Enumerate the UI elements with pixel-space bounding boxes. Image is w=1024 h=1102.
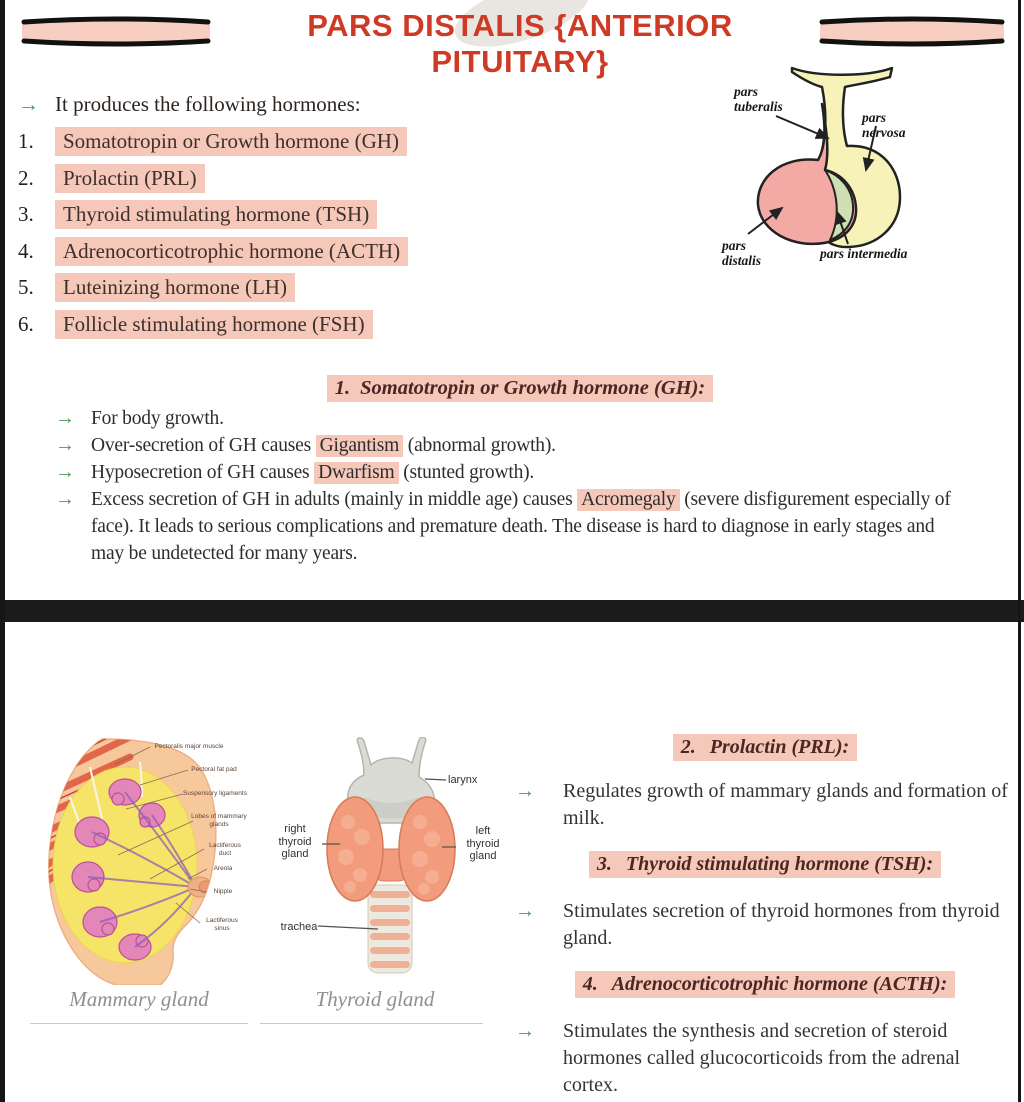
list-item: 4. Adrenocorticotrophic hormone (ACTH) [18, 237, 409, 266]
list-item: 6. Follicle stimulating hormone (FSH) [18, 310, 373, 339]
bullet-text: Excess secretion of GH in adults (mainly… [91, 489, 578, 510]
thyroid-gland-figure: larynx right thyroid gland left thyroid … [260, 737, 510, 1024]
pituitary-diagram: pars tuberalis pars nervosa pars distali… [718, 62, 938, 292]
section-heading-prl: 2. Prolactin (PRL): [515, 734, 1015, 761]
arrow-icon: → [55, 407, 75, 429]
pars-intermedia-label: pars intermedia [820, 246, 908, 261]
section-title: Somatotropin or Growth hormone (GH): [360, 377, 706, 399]
arrow-icon: → [18, 92, 39, 116]
bullet-row: → Excess secretion of GH in adults (mainl… [55, 486, 967, 567]
section-divider [0, 600, 1024, 622]
hormone-label: Follicle stimulating hormone (FSH) [55, 310, 373, 339]
page-title: PARS DISTALIS {ANTERIOR PITUITARY} [307, 8, 733, 79]
thyroid-label: trachea [280, 921, 318, 933]
arrow-icon: → [55, 488, 75, 510]
bullet-text: (severe disfigurement especially of face… [91, 489, 951, 564]
bullet-text: Stimulates secretion of thyroid hormones… [563, 900, 1000, 949]
section-title: Thyroid stimulating hormone (TSH): [625, 853, 934, 875]
mammary-gland-figure: Pectoralis major muscle Pectoral fat pad… [30, 737, 248, 1024]
bullet-row: → Stimulates secretion of thyroid hormone… [515, 898, 1015, 952]
section-number: 1. [334, 377, 351, 399]
bullet-text: Over-secretion of GH causes [91, 435, 316, 456]
mammary-label: Pectoral fat pad [191, 766, 237, 773]
arrow-icon: → [55, 461, 75, 483]
list-item: 1. Somatotropin or Growth hormone (GH) [18, 127, 407, 156]
list-number: 4. [18, 239, 34, 263]
section-heading-gh: 1. Somatotropin or Growth hormone (GH): [240, 375, 800, 402]
mammary-gland-illustration [48, 738, 217, 985]
page-edge-right [1018, 0, 1021, 1102]
section-heading-tsh: 3. Thyroid stimulating hormone (TSH): [515, 851, 1015, 878]
section-number: 4. [582, 973, 598, 995]
list-number: 5. [18, 275, 34, 299]
hormone-label: Prolactin (PRL) [55, 164, 205, 193]
pars-nervosa-label: pars nervosa [862, 110, 906, 140]
list-number: 1. [18, 129, 34, 153]
figure-caption: Thyroid gland [315, 987, 435, 1011]
mammary-label: Lactiferous sinus [206, 917, 238, 932]
hormone-label: Luteinizing hormone (LH) [55, 273, 295, 302]
bullet-row: → For body growth. [55, 405, 967, 432]
pars-distalis-label: pars distalis [722, 238, 762, 268]
hormone-label: Adrenocorticotrophic hormone (ACTH) [55, 237, 409, 266]
arrow-icon: → [515, 780, 535, 802]
bullet-text: Hyposecretion of GH causes [91, 462, 315, 483]
bullet-text: Stimulates the synthesis and secretion o… [563, 1020, 961, 1096]
figure-caption: Mammary gland [69, 987, 209, 1011]
list-item: 3. Thyroid stimulating hormone (TSH) [18, 200, 378, 229]
list-number: 6. [18, 312, 34, 336]
bullet-text: (stunted growth). [398, 462, 535, 483]
mammary-label: Areola [213, 865, 233, 872]
gh-bullet-list: → For body growth. → Over-secretion of GH … [55, 405, 967, 567]
mammary-label: Lactiferous duct [209, 842, 241, 857]
list-number: 3. [18, 202, 34, 226]
bullet-row: → Regulates growth of mammary glands and … [515, 778, 1015, 832]
bullet-row: → Hyposecretion of GH causes Dwarfism (st… [55, 459, 967, 486]
bullet-row: → Over-secretion of GH causes Gigantism (… [55, 432, 967, 459]
page-edge-left [0, 0, 5, 1102]
section-number: 3. [596, 853, 612, 875]
thyroid-gland-illustration [317, 737, 456, 974]
section-title: Prolactin (PRL): [709, 736, 850, 758]
arrow-icon: → [515, 1020, 535, 1042]
list-item: 5. Luteinizing hormone (LH) [18, 273, 295, 302]
pars-tuberalis-label: pars tuberalis [734, 84, 783, 114]
bullet-text: Regulates growth of mammary glands and f… [563, 780, 1008, 829]
mammary-label: Pectoralis major muscle [154, 743, 224, 750]
thyroid-label: left thyroid gland [466, 825, 500, 862]
intro-line: → It produces the following hormones: [18, 92, 361, 117]
bullet-highlight: Acromegaly [577, 489, 680, 511]
tape-decoration-left [21, 16, 211, 47]
section-heading-acth: 4. Adrenocorticotrophic hormone (ACTH): [515, 971, 1015, 998]
intro-text: It produces the following hormones: [55, 92, 361, 116]
mammary-label: Suspensory ligaments [183, 790, 247, 797]
arrow-icon: → [515, 900, 535, 922]
hormone-label: Thyroid stimulating hormone (TSH) [55, 200, 378, 229]
bullet-highlight: Gigantism [315, 435, 404, 457]
list-item: 2. Prolactin (PRL) [18, 164, 205, 193]
caption-underline [30, 1023, 248, 1024]
mammary-label: Nipple [213, 888, 233, 895]
caption-underline [260, 1023, 483, 1024]
section-number: 2. [680, 736, 696, 758]
thyroid-label: larynx [448, 774, 478, 786]
pituitary-illustration [747, 66, 902, 249]
bullet-text: (abnormal growth). [403, 435, 556, 456]
bullet-highlight: Dwarfism [314, 462, 399, 484]
bullet-row: → Stimulates the synthesis and secretion … [515, 1018, 1015, 1099]
hormone-label: Somatotropin or Growth hormone (GH) [55, 127, 407, 156]
thyroid-label: right thyroid gland [278, 823, 312, 860]
mammary-label: Lobes of mammary glands [191, 813, 247, 828]
bullet-text: For body growth. [91, 408, 224, 429]
section-title: Adrenocorticotrophic hormone (ACTH): [611, 973, 948, 995]
list-number: 2. [18, 166, 34, 190]
tape-decoration-right [819, 16, 1005, 47]
arrow-icon: → [55, 434, 75, 456]
